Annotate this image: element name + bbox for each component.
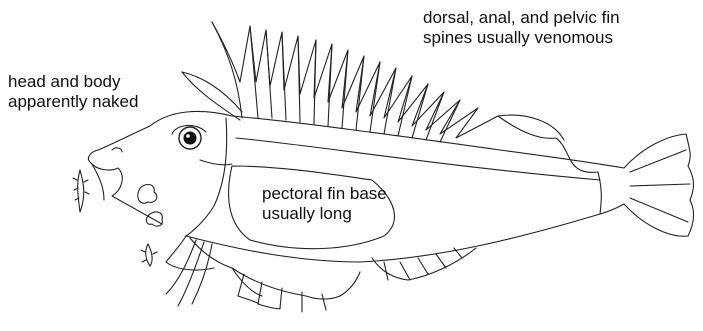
head-annotation-line2: apparently naked [8, 92, 138, 112]
fish-head [88, 118, 232, 236]
spines-annotation-line1: dorsal, anal, and pelvic fin [423, 8, 620, 28]
head-annotation-line1: head and body [8, 72, 138, 92]
pectoral-annotation: pectoral fin base usually long [262, 184, 387, 224]
spines-annotation: dorsal, anal, and pelvic fin spines usua… [423, 8, 620, 48]
caudal-fin [624, 134, 694, 236]
spines-annotation-line2: spines usually venomous [423, 28, 620, 48]
head-tentacles [73, 170, 157, 266]
pelvic-fin [166, 236, 360, 312]
fish-eye [172, 125, 206, 149]
pectoral-annotation-line2: usually long [262, 204, 387, 224]
pectoral-annotation-line1: pectoral fin base [262, 184, 387, 204]
anal-fin [372, 248, 476, 280]
head-annotation: head and body apparently naked [8, 72, 138, 112]
